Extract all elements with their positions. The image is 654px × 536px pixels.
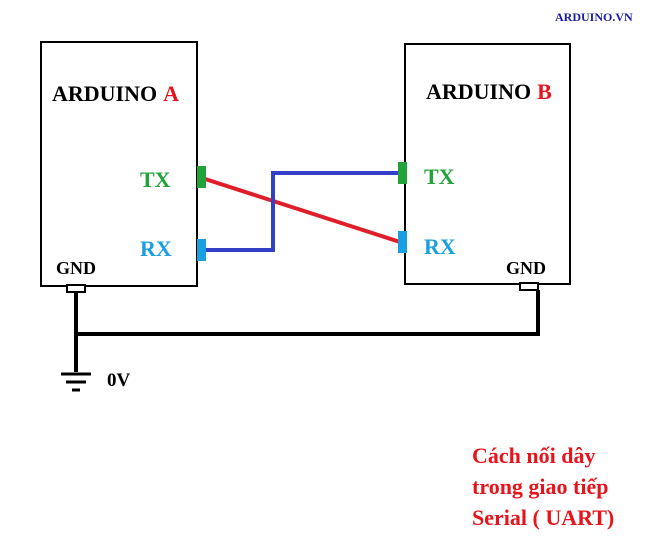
board-b-rx-pin	[398, 231, 407, 253]
board-a-rx-pin	[197, 239, 206, 261]
caption-line: Serial ( UART)	[472, 505, 615, 530]
wire-a-rx-to-b-tx	[202, 171, 400, 252]
watermark: ARDUINO.VN	[555, 10, 633, 24]
board-b-name: ARDUINO	[426, 79, 531, 104]
board-a-gnd-label: GND	[56, 258, 96, 278]
ground-bus	[74, 290, 540, 372]
board-b-rx-label: RX	[424, 234, 456, 259]
caption-line: Cách nối dây	[472, 443, 596, 468]
board-b-gnd-pin	[519, 282, 539, 291]
board-b-letter: B	[537, 79, 552, 104]
ground-symbol	[61, 372, 91, 392]
board-b-tx-pin	[398, 162, 407, 184]
board-b	[404, 43, 571, 285]
diagram-caption: Cách nối dây trong giao tiếp Serial ( UA…	[472, 440, 654, 533]
board-a-letter: A	[163, 81, 179, 106]
wire-a-tx-to-b-rx	[200, 176, 402, 244]
board-a	[40, 41, 198, 287]
board-b-tx-label: TX	[424, 164, 455, 189]
board-b-gnd-label: GND	[506, 258, 546, 278]
board-a-tx-label: TX	[140, 167, 171, 192]
board-a-rx-label: RX	[140, 236, 172, 261]
ground-voltage-label: 0V	[107, 370, 131, 391]
board-a-tx-pin	[197, 166, 206, 188]
caption-line: trong giao tiếp	[472, 474, 609, 499]
board-a-name: ARDUINO	[52, 81, 157, 106]
board-a-gnd-pin	[66, 284, 86, 293]
